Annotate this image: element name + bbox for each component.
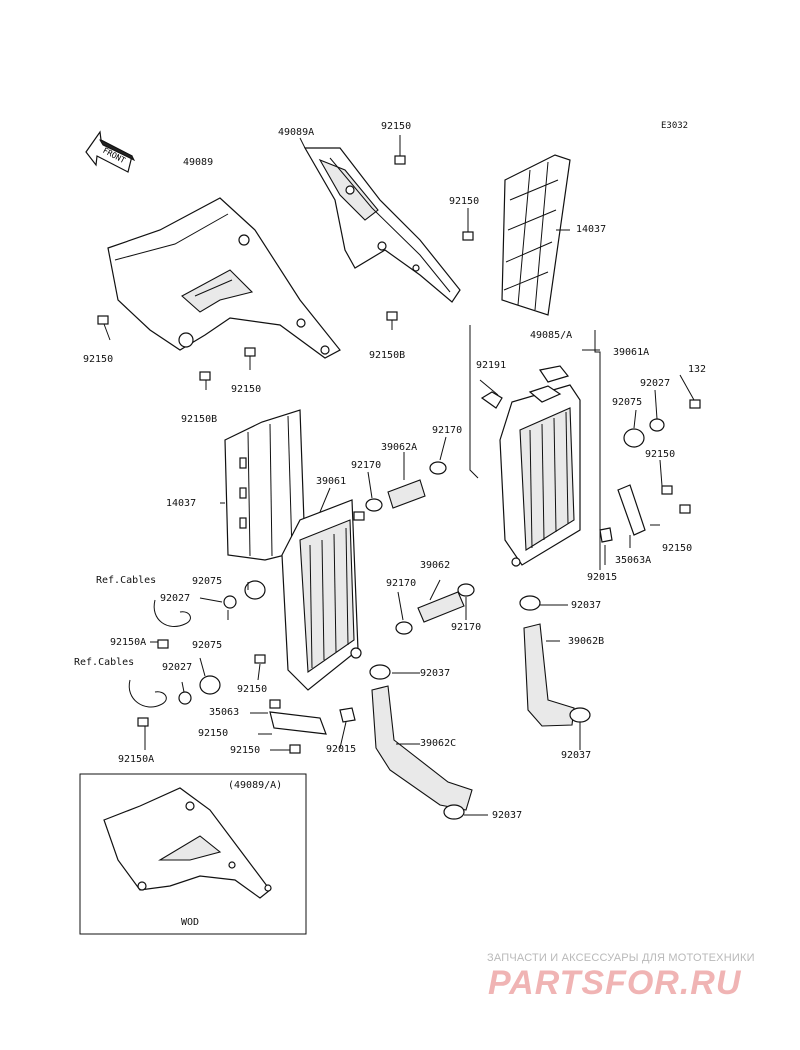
label-49089[interactable]: 49089 xyxy=(183,157,214,168)
label-92150b-mid[interactable]: 92150B xyxy=(369,350,406,361)
label-92150-shroud[interactable]: 92150 xyxy=(231,384,262,395)
label-92075-right[interactable]: 92075 xyxy=(612,397,643,408)
label-39062c[interactable]: 39062C xyxy=(420,738,457,749)
label-39062a[interactable]: 39062A xyxy=(381,442,418,453)
label-35063[interactable]: 35063 xyxy=(209,707,240,718)
label-92170-a[interactable]: 92170 xyxy=(432,425,463,436)
label-92150-left[interactable]: 92150 xyxy=(83,354,114,365)
label-92150-low2[interactable]: 92150 xyxy=(198,728,229,739)
clamps xyxy=(365,461,591,820)
label-39062[interactable]: 39062 xyxy=(420,560,451,571)
label-92150-low3[interactable]: 92150 xyxy=(230,745,261,756)
label-92027-right[interactable]: 92027 xyxy=(640,378,671,389)
label-92170-b[interactable]: 92170 xyxy=(351,460,382,471)
label-92150a-1[interactable]: 92150A xyxy=(110,637,147,648)
hoses xyxy=(371,479,575,811)
label-92170-c[interactable]: 92170 xyxy=(386,578,417,589)
radiator-left xyxy=(281,499,365,691)
watermark-tagline: ЗАПЧАСТИ И АКСЕССУАРЫ ДЛЯ МОТОТЕХНИКИ xyxy=(487,952,755,964)
label-92075-left1[interactable]: 92075 xyxy=(192,576,223,587)
label-92150b-left[interactable]: 92150B xyxy=(181,414,218,425)
shroud-left xyxy=(107,197,341,359)
label-92150-low[interactable]: 92150 xyxy=(237,684,268,695)
label-92170-d[interactable]: 92170 xyxy=(451,622,482,633)
label-14037-left[interactable]: 14037 xyxy=(166,498,197,509)
label-92150a-2[interactable]: 92150A xyxy=(118,754,155,765)
shroud-right xyxy=(303,147,461,303)
label-14037-right[interactable]: 14037 xyxy=(576,224,607,235)
leader-lines xyxy=(103,135,695,816)
inset-caption: WOD xyxy=(181,917,200,928)
label-35063a[interactable]: 35063A xyxy=(615,555,652,566)
label-92150-bracket[interactable]: 92150 xyxy=(662,543,693,554)
label-132[interactable]: 132 xyxy=(688,364,707,375)
label-ref-cables-2[interactable]: Ref.Cables xyxy=(74,657,135,668)
label-92150-top[interactable]: 92150 xyxy=(381,121,412,132)
label-92037-c[interactable]: 92037 xyxy=(492,810,523,821)
label-92150-mid-top[interactable]: 92150 xyxy=(449,196,480,207)
radiator-cap xyxy=(480,365,570,409)
brackets xyxy=(269,484,646,735)
front-arrow-icon: FRONT xyxy=(85,130,136,173)
label-49089a[interactable]: 49089A xyxy=(278,127,315,138)
label-92037-d[interactable]: 92037 xyxy=(561,750,592,761)
label-92037-a[interactable]: 92037 xyxy=(571,600,602,611)
radiator-right xyxy=(499,384,581,567)
diagram-code: E3032 xyxy=(661,121,689,131)
label-92027-left1[interactable]: 92027 xyxy=(160,593,191,604)
label-92015-right[interactable]: 92015 xyxy=(587,572,618,583)
bolts xyxy=(97,155,701,754)
label-92191[interactable]: 92191 xyxy=(476,360,507,371)
label-92075-left2[interactable]: 92075 xyxy=(192,640,223,651)
label-49085a[interactable]: 49085/A xyxy=(530,330,573,341)
label-39062b[interactable]: 39062B xyxy=(568,636,605,647)
label-39061[interactable]: 39061 xyxy=(316,476,347,487)
radiator-guard-left xyxy=(224,409,306,561)
inset-title: (49089/A) xyxy=(228,780,283,791)
label-92015-left[interactable]: 92015 xyxy=(326,744,357,755)
label-39061a[interactable]: 39061A xyxy=(613,347,650,358)
label-92027-left2[interactable]: 92027 xyxy=(162,662,193,673)
radiator-guard-right xyxy=(501,154,571,316)
grommets xyxy=(178,418,665,705)
label-92150-right[interactable]: 92150 xyxy=(645,449,676,460)
watermark-logo: PARTSFOR.RU xyxy=(488,964,742,1002)
label-ref-cables-1[interactable]: Ref.Cables xyxy=(96,575,157,586)
cable-clips xyxy=(128,599,191,708)
inset-box xyxy=(79,773,307,935)
label-92037-b[interactable]: 92037 xyxy=(420,668,451,679)
